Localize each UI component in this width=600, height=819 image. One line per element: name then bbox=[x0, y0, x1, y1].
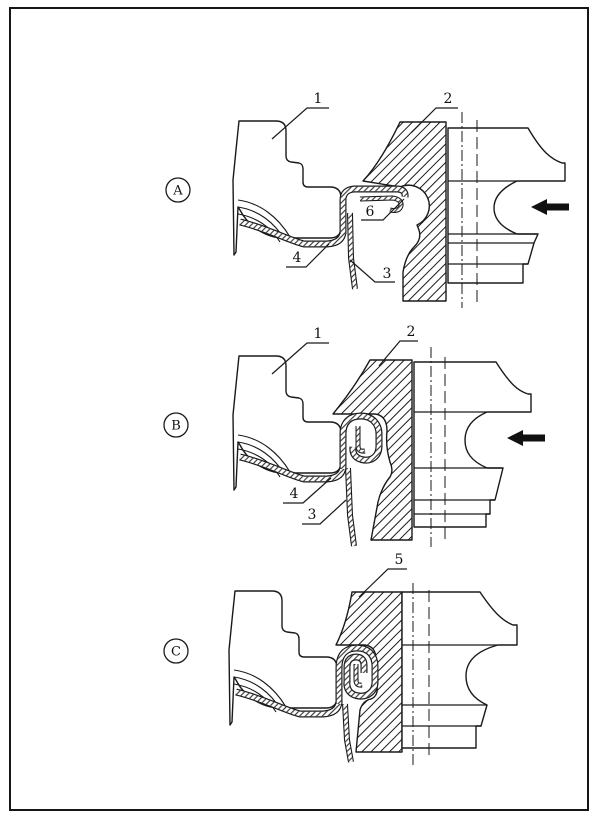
callout-2: 2 bbox=[407, 324, 416, 340]
retainer-block-hatched bbox=[362, 121, 447, 302]
leader-lines bbox=[271, 340, 418, 525]
outer-skin-flange bbox=[339, 185, 409, 234]
callout-6: 6 bbox=[366, 204, 375, 220]
panel-letter-b: B bbox=[171, 419, 181, 434]
callout-4: 4 bbox=[293, 250, 302, 266]
callout-3: 3 bbox=[383, 266, 392, 282]
panel-c: 5 C bbox=[163, 552, 518, 768]
hook-flange bbox=[355, 426, 366, 454]
panel-letter-a: A bbox=[172, 184, 183, 199]
inner-panel-block bbox=[233, 356, 343, 490]
frame-border bbox=[9, 7, 589, 811]
panel-marker-circle bbox=[163, 638, 189, 664]
retainer-block-hatched bbox=[332, 359, 413, 541]
roller-profile bbox=[413, 361, 532, 528]
skin-edge-sheet bbox=[345, 467, 357, 547]
panel-a: 1 2 6 4 3 A bbox=[165, 91, 569, 308]
curled-seam-open bbox=[339, 412, 383, 469]
panel-b: 1 2 4 3 B bbox=[163, 324, 545, 547]
callout-4: 4 bbox=[290, 486, 299, 502]
callout-1: 1 bbox=[314, 326, 323, 342]
callout-2: 2 bbox=[444, 91, 453, 107]
panel-marker-circle bbox=[163, 412, 189, 438]
skin-edge-sheet bbox=[342, 703, 354, 763]
hook-flange bbox=[353, 664, 363, 688]
press-direction-arrow bbox=[507, 430, 545, 446]
leader-lines bbox=[271, 107, 458, 283]
inner-panel-block bbox=[233, 121, 343, 255]
inner-panel-block bbox=[229, 591, 339, 725]
callout-3: 3 bbox=[308, 507, 317, 523]
panel-marker-circle bbox=[165, 177, 191, 203]
skin-edge-sheet bbox=[347, 212, 358, 290]
hook-flange bbox=[359, 195, 404, 213]
panel-letter-c: C bbox=[171, 645, 181, 660]
callout-1: 1 bbox=[314, 91, 323, 107]
callout-5: 5 bbox=[395, 552, 404, 568]
press-direction-arrow bbox=[531, 199, 569, 215]
curled-seam-closed bbox=[335, 644, 379, 704]
roller-profile bbox=[401, 591, 518, 749]
leader-lines bbox=[358, 568, 407, 598]
